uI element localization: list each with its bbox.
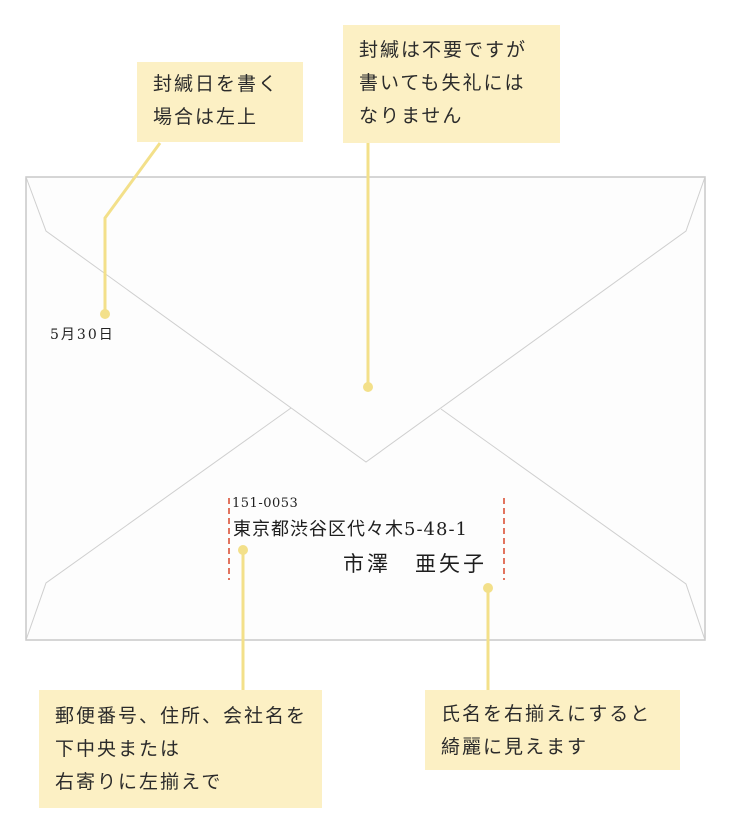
callout-line: 右寄りに左揃えで xyxy=(55,771,223,793)
callout-line: 封緘は不要ですが xyxy=(359,39,528,61)
address-line: 東京都渋谷区代々木5-48-1 xyxy=(233,519,468,540)
callout-name-align: 氏名を右揃えにすると 綺麗に見えます xyxy=(425,690,680,770)
postal-code: 151-0053 xyxy=(232,496,299,511)
leader-dot-seal-mark xyxy=(363,382,373,392)
envelope-top-flap xyxy=(25,176,706,463)
callout-line: なりません xyxy=(359,105,464,127)
leader-dot-address xyxy=(238,545,248,555)
envelope-bottom-right-flap xyxy=(440,408,706,641)
leader-dot-name xyxy=(483,583,493,593)
callout-address-block: 郵便番号、住所、会社名を 下中央または 右寄りに左揃えで xyxy=(39,690,322,808)
callout-line: 綺麗に見えます xyxy=(441,736,589,758)
callout-line: 氏名を右揃えにすると xyxy=(441,703,652,725)
callout-line: 場合は左上 xyxy=(153,106,259,128)
recipient-name: 市澤 亜矢子 xyxy=(343,552,487,576)
leader-dot-seal-date xyxy=(100,309,110,319)
callout-line: 書いても失礼には xyxy=(359,72,526,94)
callout-line: 郵便番号、住所、会社名を xyxy=(55,705,308,727)
callout-line: 封緘日を書く xyxy=(153,73,280,95)
envelope-body xyxy=(25,176,706,641)
callout-seal-mark: 封緘は不要ですが 書いても失礼には なりません xyxy=(343,25,560,143)
callout-seal-date: 封緘日を書く 場合は左上 xyxy=(137,62,303,142)
leader-line-seal-date xyxy=(103,142,162,314)
seal-date-text: 5月30日 xyxy=(50,327,115,343)
callout-line: 下中央または xyxy=(55,738,182,760)
envelope-bottom-left-flap xyxy=(25,407,292,641)
